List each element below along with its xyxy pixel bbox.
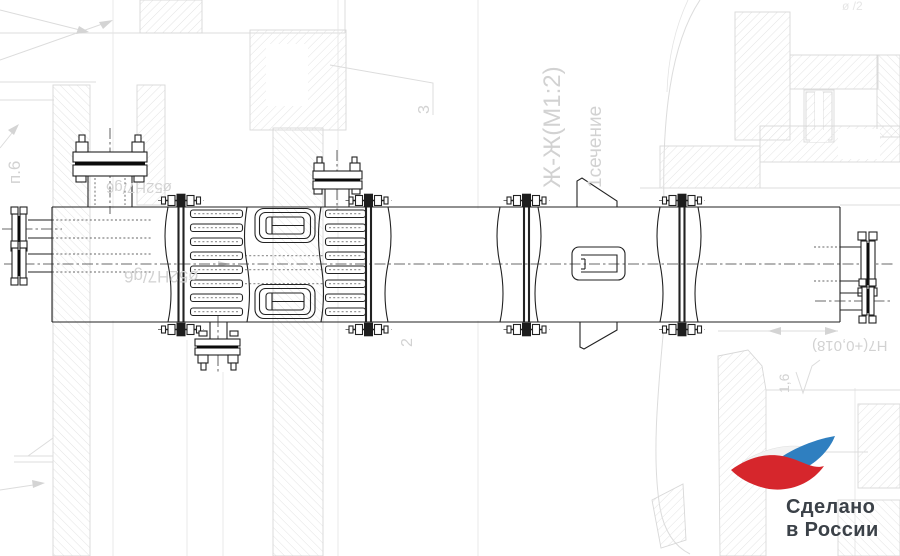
- support-gussets: [576, 177, 618, 350]
- fin-section-2: [324, 209, 367, 317]
- note-p6: п.6: [5, 160, 24, 184]
- corner-fragment-text: ø /2: [842, 0, 863, 13]
- logo-line-1: Сделано: [786, 496, 876, 518]
- dim-fit-upper: ø52H7/g6: [106, 179, 172, 196]
- made-in-russia-wordmark: Сделано в России: [786, 496, 879, 542]
- bottom-nozzle: [194, 316, 241, 374]
- logo-line-2: в России: [786, 519, 879, 541]
- made-in-russia-bird-icon: [731, 436, 835, 490]
- callout-2: 2: [399, 338, 416, 347]
- girth-flanges: [157, 192, 706, 337]
- handhole-pad-lower: [254, 283, 316, 320]
- bird-red-wing: [731, 455, 824, 490]
- top-nozzle-small: [312, 150, 363, 213]
- dim-fit-lower: ø52H7/g6: [124, 267, 199, 286]
- fin-section-1: [189, 209, 244, 317]
- surface-roughness-value: 1,6: [776, 373, 792, 393]
- nameplate-lug: [571, 246, 626, 281]
- break-lines: [164, 206, 702, 323]
- top-nozzle-large: [72, 128, 148, 214]
- handhole-pad-upper: [254, 207, 316, 244]
- right-nozzle-lower: [815, 278, 893, 324]
- vessel-assembly-drawing: [2, 128, 895, 374]
- left-nozzle-lower: [10, 240, 52, 286]
- callout-3: 3: [416, 105, 433, 114]
- section-view-label: Ж-Ж(М1:2): [539, 66, 566, 188]
- section-view-sublabel: 1сечение: [585, 105, 606, 188]
- dim-tolerance: H7(+0,018): [812, 337, 888, 354]
